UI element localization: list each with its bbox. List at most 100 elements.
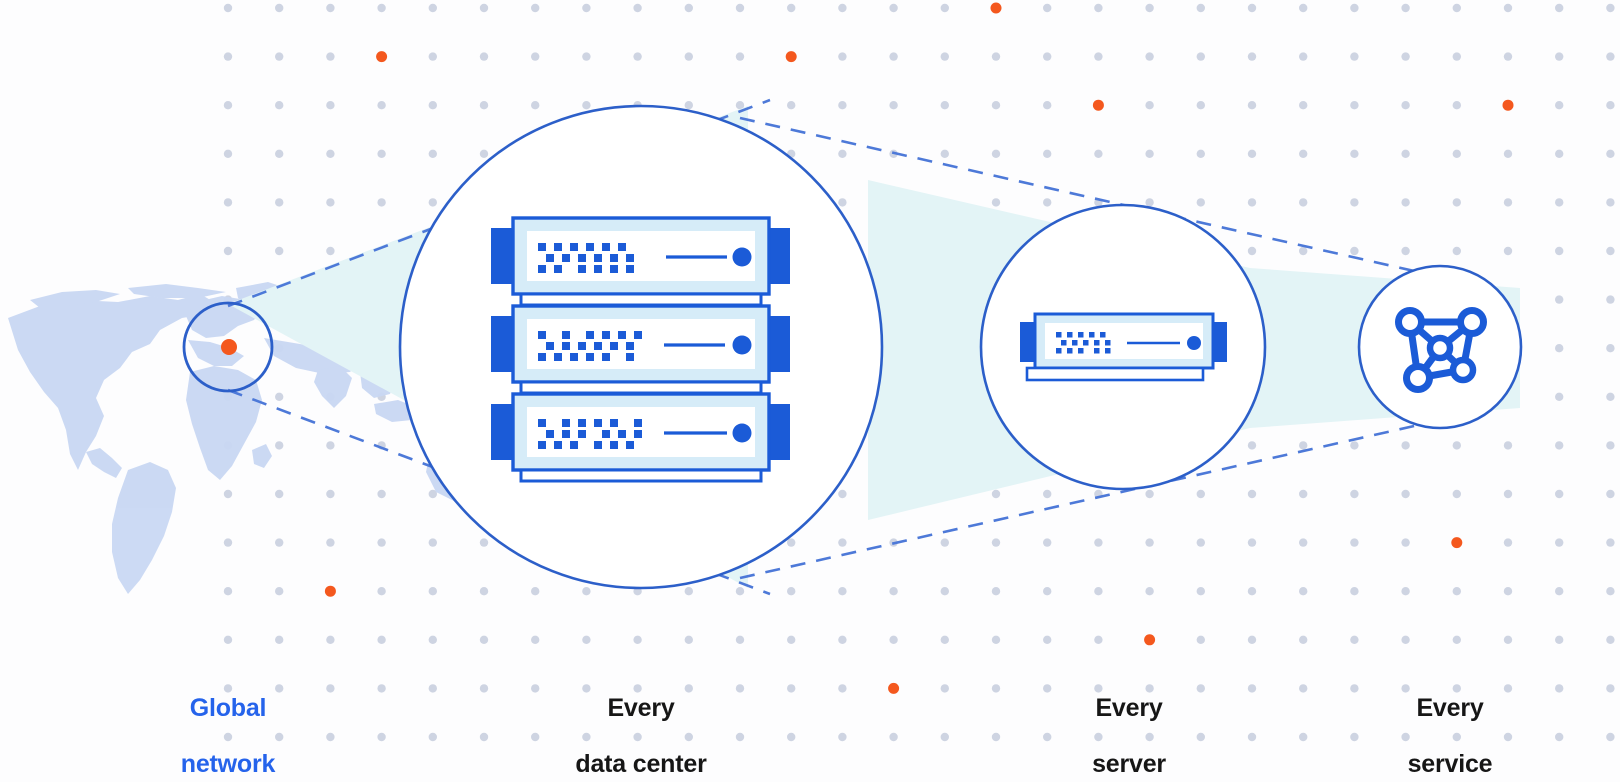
grid-dot xyxy=(1299,635,1308,644)
grid-dot xyxy=(1503,52,1513,61)
grid-dot xyxy=(1043,52,1052,61)
grid-dot xyxy=(223,3,233,13)
grid-dot xyxy=(1196,635,1206,644)
grid-dot xyxy=(1196,489,1206,499)
grid-dot xyxy=(1145,538,1154,547)
grid-dot xyxy=(1350,198,1359,207)
grid-dot xyxy=(1145,732,1154,742)
grid-dot xyxy=(326,101,335,110)
grid-dot xyxy=(275,732,284,742)
grid-dot xyxy=(223,246,233,256)
grid-dot xyxy=(991,489,1001,499)
grid-dot xyxy=(479,101,489,110)
grid-dot xyxy=(479,149,489,158)
grid-dot xyxy=(1247,732,1257,742)
grid-dot xyxy=(377,3,386,13)
grid-dot xyxy=(1247,198,1257,207)
grid-dot xyxy=(1606,489,1615,499)
grid-dot xyxy=(838,149,847,158)
grid-dot xyxy=(582,52,591,61)
grid-dot xyxy=(223,52,233,61)
grid-dot xyxy=(838,732,847,742)
grid-dot xyxy=(1094,149,1103,158)
grid-dot xyxy=(940,3,949,13)
grid-dot xyxy=(735,684,745,693)
rack-unit-1 xyxy=(491,216,790,307)
stage-label-every-server-line2: server xyxy=(1092,750,1166,778)
grid-dot xyxy=(684,101,693,110)
grid-dot xyxy=(1145,149,1154,158)
grid-dot xyxy=(428,489,437,499)
grid-dot xyxy=(1350,489,1359,499)
grid-dot xyxy=(326,684,335,693)
rack-unit-2 xyxy=(491,304,790,395)
stage-label-every-data-center-line1: Every xyxy=(607,694,675,722)
grid-dot xyxy=(326,246,335,256)
grid-dot xyxy=(633,684,642,693)
grid-dot xyxy=(787,684,796,693)
grid-dot xyxy=(428,732,437,742)
grid-dot xyxy=(838,489,847,499)
grid-dot xyxy=(428,635,437,644)
grid-dot xyxy=(1299,3,1308,13)
grid-dot xyxy=(1606,295,1615,304)
grid-dot xyxy=(1555,344,1564,353)
grid-dot xyxy=(889,732,898,742)
grid-dot xyxy=(1503,246,1513,256)
grid-dot xyxy=(326,489,335,499)
grid-dot xyxy=(1299,246,1308,256)
grid-dot xyxy=(1606,587,1615,596)
grid-dot xyxy=(582,732,591,742)
grid-dot xyxy=(1196,732,1206,742)
rack-unit-2-status-dot-icon xyxy=(732,335,752,355)
grid-dot xyxy=(275,246,284,256)
grid-dot xyxy=(1503,489,1513,499)
grid-dot xyxy=(1555,3,1564,13)
grid-dot xyxy=(633,732,642,742)
grid-dot xyxy=(991,538,1001,547)
grid-dot xyxy=(1452,489,1462,499)
stage-label-global-network-line2: network xyxy=(180,750,276,778)
grid-dot xyxy=(1555,392,1564,401)
grid-dot xyxy=(735,587,745,596)
grid-dot xyxy=(1606,538,1615,547)
grid-dot xyxy=(479,635,489,644)
grid-dot xyxy=(633,52,642,61)
grid-dot xyxy=(838,587,847,596)
grid-dot xyxy=(735,635,745,644)
grid-dot xyxy=(223,149,233,158)
grid-dot xyxy=(940,732,949,742)
grid-dot xyxy=(1452,149,1462,158)
grid-dot xyxy=(991,101,1001,110)
grid-dot xyxy=(1555,635,1564,644)
grid-dot xyxy=(1452,52,1462,61)
grid-dot xyxy=(531,101,540,110)
rack-unit-3 xyxy=(491,392,790,483)
grid-dot xyxy=(1247,52,1257,61)
grid-dot xyxy=(531,684,540,693)
grid-dot xyxy=(838,538,847,547)
grid-dot xyxy=(479,684,489,693)
grid-dot-highlight xyxy=(1092,99,1104,111)
grid-dot xyxy=(479,3,489,13)
grid-dot xyxy=(377,538,386,547)
grid-dot xyxy=(1350,101,1359,110)
grid-dot xyxy=(889,587,898,596)
grid-dot xyxy=(428,684,437,693)
grid-dot xyxy=(1452,635,1462,644)
grid-dot xyxy=(428,52,437,61)
grid-dot xyxy=(1401,441,1410,450)
grid-dot xyxy=(1299,101,1308,110)
grid-dot xyxy=(684,732,693,742)
grid-dot xyxy=(735,3,745,13)
grid-dot xyxy=(787,732,796,742)
grid-dot xyxy=(1401,587,1410,596)
grid-dot xyxy=(1094,52,1103,61)
grid-dot xyxy=(1196,101,1206,110)
grid-dot xyxy=(991,684,1001,693)
map-location-dot-icon xyxy=(221,339,237,355)
grid-dot xyxy=(787,538,796,547)
server-rack-icon xyxy=(491,216,790,483)
grid-dot xyxy=(1299,684,1308,693)
grid-dot xyxy=(684,587,693,596)
